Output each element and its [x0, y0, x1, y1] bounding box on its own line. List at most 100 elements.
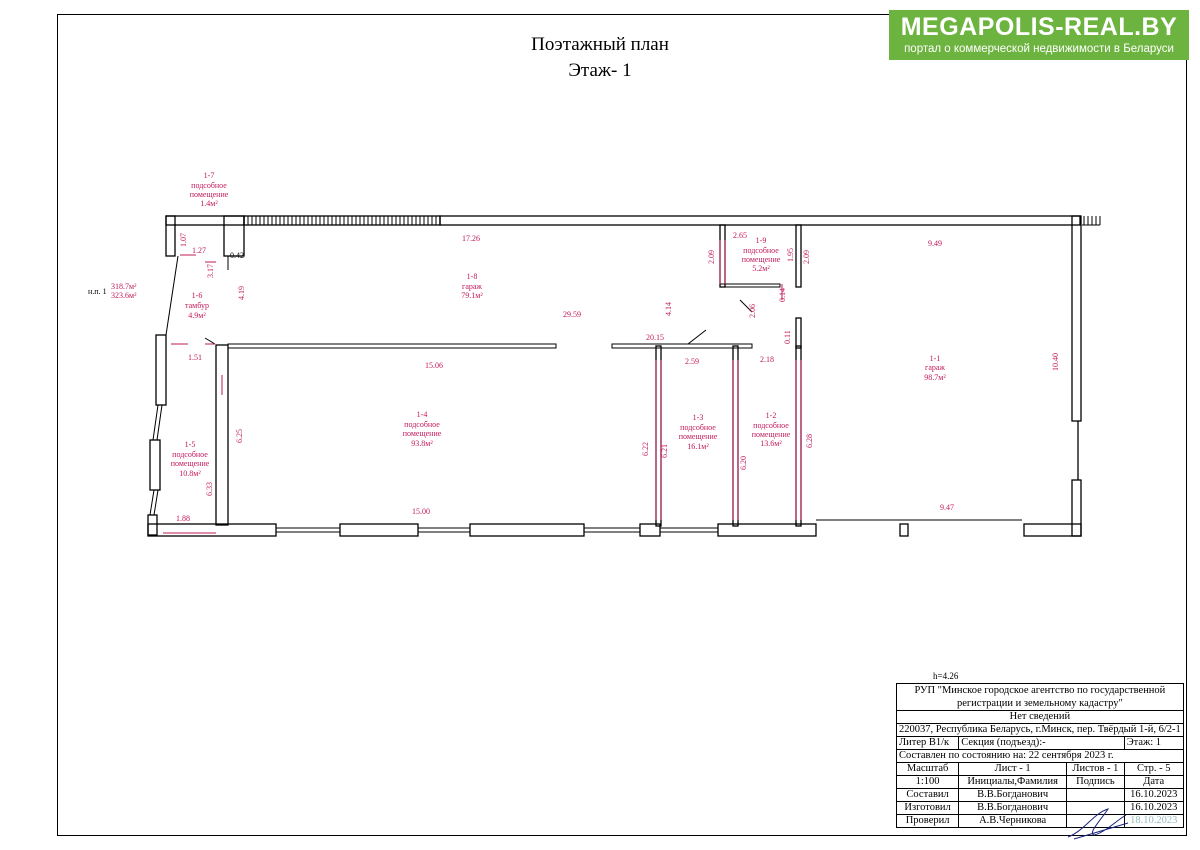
room-1-3-name1: подсобное	[680, 423, 716, 432]
dim-6-21: 6.21	[660, 444, 669, 458]
dim-1-07: 1.07	[179, 233, 188, 247]
liter-cell: Литер В1/к	[895, 736, 960, 750]
dim-15-06: 15.06	[425, 361, 443, 370]
signature-cell	[1066, 788, 1125, 802]
room-1-7-name2: помещение	[190, 190, 229, 199]
dim-0-42: 0.42	[230, 251, 244, 260]
dim-4-14: 4.14	[664, 302, 673, 316]
dim-6-20: 6.20	[739, 456, 748, 470]
height-note: h=4.26	[933, 671, 959, 681]
person-cell: А.В.Черникова	[958, 814, 1068, 828]
dim-1-27: 1.27	[192, 246, 206, 255]
room-1-5-name2: помещение	[171, 459, 210, 468]
room-1-9-area: 5.2м²	[752, 264, 770, 273]
outer-wall-bottom-c	[469, 523, 585, 537]
dim-2-09-a: 2.09	[707, 250, 716, 264]
role-cell: Составил	[895, 788, 960, 802]
dim-17-26: 17.26	[462, 234, 480, 243]
outer-wall-left-mid	[149, 439, 161, 491]
outer-wall-left-lower	[147, 514, 158, 536]
date-cell: 18.10.2023	[1123, 814, 1184, 828]
room-labels: 1-7 подсобное помещение 1.4м² 1-8 гараж …	[171, 171, 947, 478]
outer-wall-bottom-d	[639, 523, 661, 537]
room-1-3-id: 1-3	[693, 413, 704, 422]
dimension-values: 17.26 9.49 2.65 2.09 1.95 2.09 0.14 2.06…	[176, 231, 1060, 523]
side-note-area2: 323.6м²	[111, 291, 137, 300]
room-1-3-name2: помещение	[679, 432, 718, 441]
dim-1-88: 1.88	[176, 514, 190, 523]
room-1-6-name: тамбур	[185, 301, 209, 310]
room-1-2-area: 13.6м²	[760, 439, 782, 448]
logo-name: MEGAPOLIS-REAL.BY	[900, 13, 1178, 41]
dim-6-28: 6.28	[805, 434, 814, 448]
section-cell: Секция (подъезд):-	[958, 736, 1125, 750]
outer-wall-bottom-left	[147, 523, 277, 537]
dim-6-22: 6.22	[641, 442, 650, 456]
org-line-1: РУП "Минское городское агентство по госу…	[914, 685, 1166, 696]
role-cell: Изготовил	[895, 801, 960, 815]
dim-10-40: 10.40	[1051, 353, 1060, 371]
no-data-cell: Нет сведений	[896, 710, 1184, 724]
room-1-6-area: 4.9м²	[188, 311, 206, 320]
dim-6-33: 6.33	[205, 482, 214, 496]
room-1-8-area: 79.1м²	[461, 291, 483, 300]
wall-room-1-1-stub	[795, 317, 802, 349]
side-note: н.п. 1 318.7м² 323.6м²	[88, 282, 137, 300]
logo-tagline: портал о коммерческой недвижимости в Бел…	[904, 43, 1174, 55]
dim-0-11: 0.11	[783, 330, 792, 344]
plan-title: Поэтажный план	[531, 34, 669, 55]
outer-wall-top	[439, 215, 1081, 226]
outer-wall-bottom-f	[1023, 523, 1082, 537]
wall-room-1-2-right	[795, 345, 802, 527]
date-cell: 16.10.2023	[1123, 788, 1184, 802]
room-1-2-name1: подсобное	[753, 421, 789, 430]
outer-wall-bottom-b	[339, 523, 419, 537]
col-sign-cell: Подпись	[1066, 775, 1125, 789]
dim-2-09-b: 2.09	[802, 250, 811, 264]
address-cell: 220037, Республика Беларусь, г.Минск, пе…	[896, 723, 1184, 737]
room-1-9-id: 1-9	[756, 236, 767, 245]
title-block: РУП "Минское городское агентство по госу…	[895, 683, 1184, 840]
person-cell: В.В.Богданович	[958, 801, 1068, 815]
outer-wall-bottom-e	[717, 523, 817, 537]
signature-scribble	[1067, 808, 1129, 840]
person-cell: В.В.Богданович	[958, 788, 1068, 802]
side-note-label: н.п. 1	[88, 287, 107, 296]
room-1-5-name1: подсобное	[172, 450, 208, 459]
room-1-8-id: 1-8	[467, 272, 478, 281]
room-1-1-area: 98.7м²	[924, 373, 946, 382]
sheets-cell: Листов - 1	[1066, 762, 1125, 776]
dim-2-59: 2.59	[685, 357, 699, 366]
room-1-4-name2: помещение	[403, 429, 442, 438]
room-1-5-id: 1-5	[185, 440, 196, 449]
dim-1-51: 1.51	[188, 353, 202, 362]
room-1-1-name: гараж	[925, 363, 945, 372]
scale-label-cell: Масштаб	[895, 762, 960, 776]
room-1-1-id: 1-1	[930, 354, 941, 363]
dim-9-49: 9.49	[928, 239, 942, 248]
dim-9-47: 9.47	[940, 503, 954, 512]
floor-cell: Этаж: 1	[1123, 736, 1184, 750]
dim-6-25: 6.25	[235, 429, 244, 443]
room-1-7-area: 1.4м²	[200, 199, 218, 208]
col-name-cell: Инициалы,Фамилия	[958, 775, 1068, 789]
room-1-9-name1: подсобное	[743, 246, 779, 255]
room-1-8-name: гараж	[462, 282, 482, 291]
dim-2-06: 2.06	[748, 304, 757, 318]
side-note-area1: 318.7м²	[111, 282, 137, 291]
room-1-4-id: 1-4	[417, 410, 428, 419]
sheet-cell: Лист - 1	[958, 762, 1068, 776]
floor-title: Этаж- 1	[568, 60, 632, 81]
wall-room-1-9-left	[719, 224, 726, 288]
outer-wall-top-left	[165, 215, 245, 226]
room-1-4-name1: подсобное	[404, 420, 440, 429]
partitions	[149, 224, 1100, 533]
wall-room-1-9-right	[795, 224, 802, 288]
title-block-org: РУП "Минское городское агентство по госу…	[896, 683, 1184, 711]
room-1-4-area: 93.8м²	[411, 439, 433, 448]
dim-2-18: 2.18	[760, 355, 774, 364]
dim-20-15: 20.15	[646, 333, 664, 342]
site-logo[interactable]: MEGAPOLIS-REAL.BY портал о коммерческой …	[889, 10, 1189, 60]
dim-4-19: 4.19	[237, 286, 246, 300]
